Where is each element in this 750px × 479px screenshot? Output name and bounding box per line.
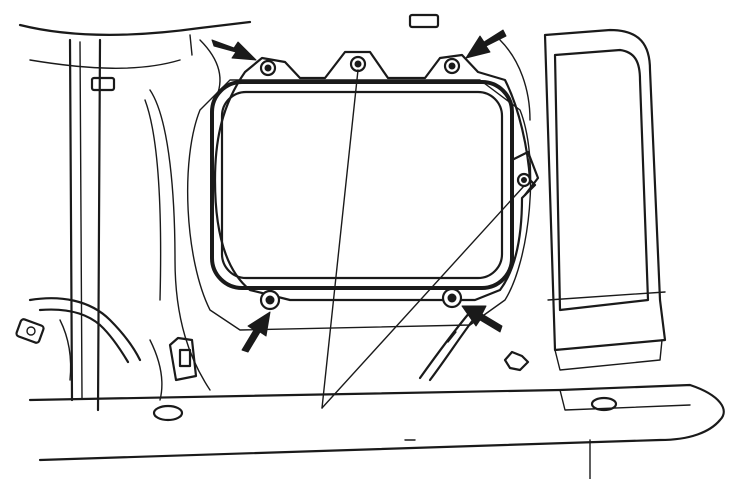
radiator-support [18,13,531,412]
front-valance [28,383,725,462]
retaining-screw [443,57,461,75]
grommet [503,350,530,372]
valance-hole [152,404,184,422]
headlamp-wiring-harness [15,297,163,401]
adjusting-screw [516,172,532,188]
arrow-bottom-right [461,305,503,333]
headlamp-bezel [186,79,532,331]
arrow-top-right [465,29,507,59]
retaining-screw [441,287,463,309]
adjusting-screw [349,55,367,73]
marker-wiring [418,310,530,382]
arrow-top-left [211,39,257,61]
retaining-screw [259,59,277,77]
arrows [211,29,507,353]
side-marker-lamp [543,28,667,371]
top-clip-slot [408,13,440,29]
arrow-bottom-left [241,311,271,353]
mounting-bracket [168,336,198,382]
valance-hole [590,396,618,412]
headlamp-retaining-ring [213,50,540,302]
sealed-beam-headlamp [210,80,514,290]
leader-lines [321,69,591,479]
retaining-screw [259,289,281,311]
clip-slot [90,76,116,92]
connector [15,318,45,344]
retaining-screws [259,55,532,311]
